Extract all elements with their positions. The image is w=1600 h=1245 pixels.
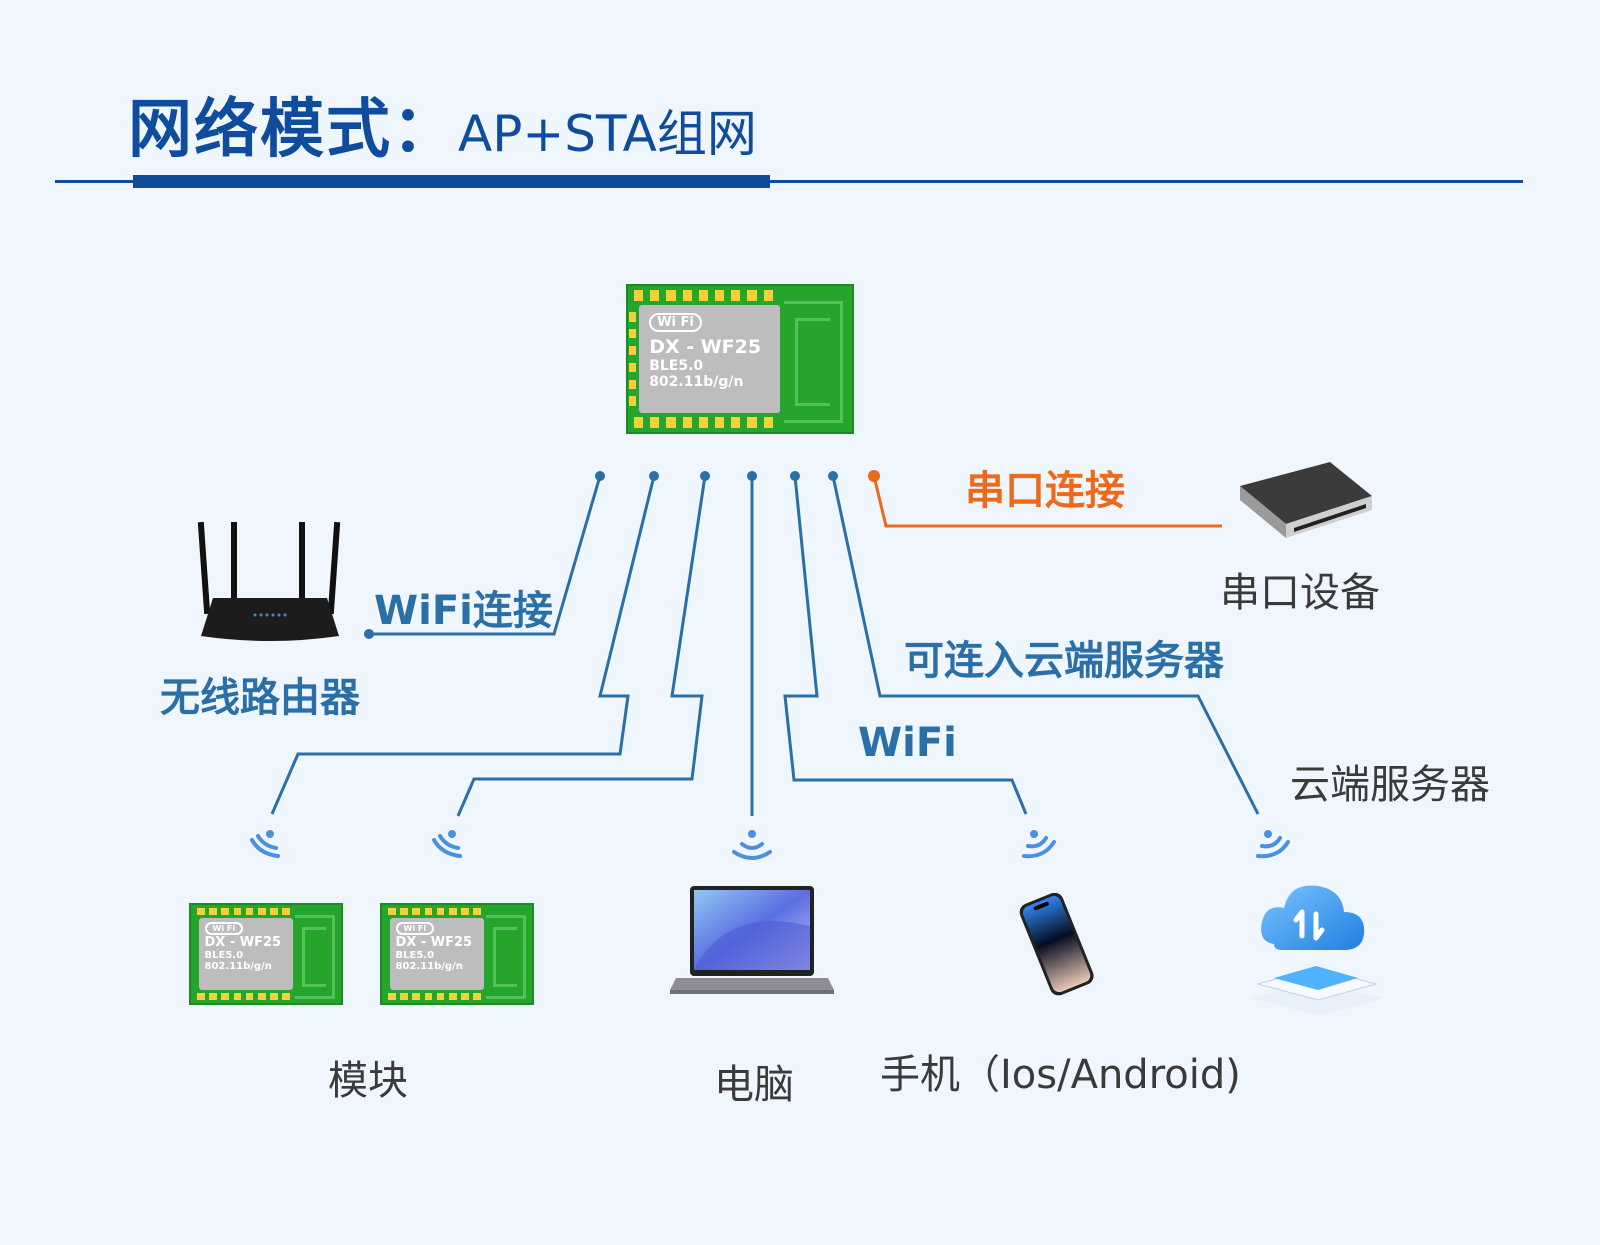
node-dot [790, 471, 800, 481]
wifi-signal-icon [250, 830, 280, 858]
title-sub: AP+STA组网 [458, 105, 757, 163]
module-model: DX - WF25 [649, 335, 762, 358]
wire-router [370, 475, 602, 636]
router-icon [197, 521, 341, 641]
wire-module-2 [456, 475, 707, 817]
label-serial-device: 串口设备 [1220, 570, 1380, 616]
label-module: 模块 [328, 1058, 408, 1104]
wifi-signal-icon [1022, 830, 1056, 859]
label-cloud-server: 云端服务器 [1290, 762, 1490, 808]
label-router: 无线路由器 [160, 675, 360, 721]
label-cloud-connect: 可连入云端服务器 [904, 638, 1224, 684]
wifi-module-icon: Wi Fi DX - WF25 BLE5.0 802.11b/g/n [626, 284, 854, 434]
wifi-module-icon: Wi Fi DX - WF25 BLE5.0 802.11b/g/n [380, 903, 534, 1005]
page-title: 网络模式：AP+STA组网 [128, 78, 757, 170]
cloud-server-icon [1250, 885, 1384, 1016]
phone-icon [1019, 893, 1094, 996]
label-serial-connect: 串口连接 [965, 468, 1125, 514]
wire-serial [872, 475, 1222, 528]
label-wifi: WiFi [858, 720, 957, 766]
title-divider [55, 180, 1523, 183]
wifi-signal-icon [1256, 830, 1290, 859]
label-computer: 电脑 [714, 1062, 794, 1108]
wifi-badge: Wi Fi [649, 312, 702, 332]
node-dot [828, 471, 838, 481]
module-standard: 802.11b/g/n [649, 373, 744, 390]
node-dot [700, 471, 710, 481]
title-underline-accent [133, 175, 770, 188]
label-wifi-connect: WiFi连接 [374, 588, 553, 634]
node-dot [649, 471, 659, 481]
serial-device-icon [1240, 462, 1372, 538]
serial-dot [868, 470, 880, 482]
title-main: 网络模式： [128, 93, 458, 167]
laptop-icon [670, 886, 834, 994]
wire-cloud [831, 475, 1260, 815]
label-phone: 手机（Ios/Android) [880, 1052, 1241, 1098]
wire-module-1 [270, 475, 656, 815]
router-end-dot [364, 629, 374, 639]
module-ble: BLE5.0 [649, 357, 704, 374]
node-dot [595, 471, 605, 481]
node-dot [747, 471, 757, 481]
wifi-module-icon: Wi Fi DX - WF25 BLE5.0 802.11b/g/n [189, 903, 343, 1005]
wifi-signal-icon [432, 830, 462, 858]
wifi-signal-icon [732, 830, 772, 860]
wire-phone [783, 475, 1028, 815]
